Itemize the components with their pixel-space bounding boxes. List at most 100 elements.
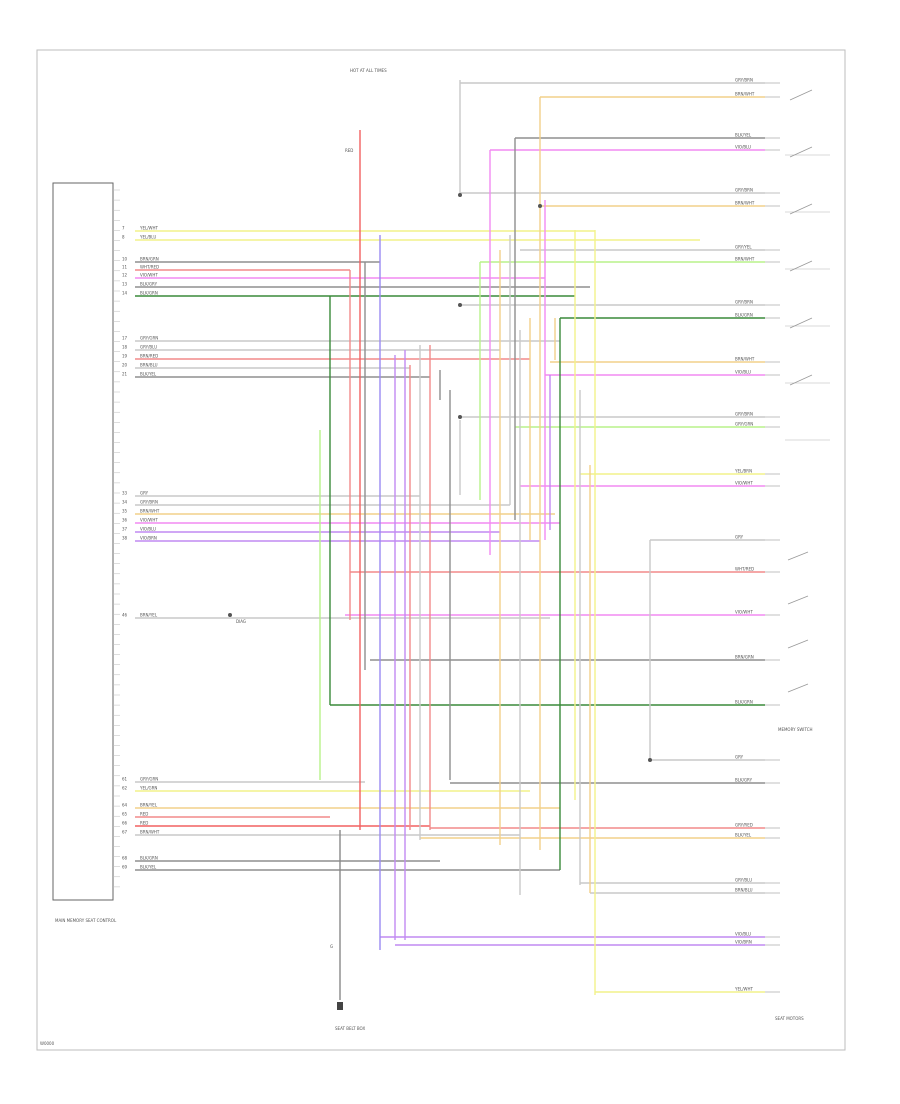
right-wire-label: BRN/BLU (735, 888, 753, 893)
diag-connector-label: DIAG (236, 619, 246, 624)
ground-icon (337, 1002, 343, 1010)
left-wire-label: VIO/BLU (140, 527, 156, 532)
right-wire-label: BLK/GRN (735, 313, 753, 318)
right-wire-label: BRN/WHT (735, 357, 755, 362)
left-wire-label: RED (140, 821, 148, 826)
left-wire-label: YEL/BLU (139, 235, 156, 240)
left-wire-label: BLK/GRY (140, 282, 158, 287)
footer-code: W0000 (40, 1041, 55, 1046)
left-wire-label: YEL/GRN (139, 786, 157, 791)
ecu-pin-number: 13 (122, 282, 128, 287)
right-wire-label: VIO/BLU (735, 370, 751, 375)
splice-dot (458, 303, 462, 307)
right-wire-label: BRN/GRN (735, 655, 754, 660)
switch-contact (789, 89, 813, 101)
ecu-pin-number: 10 (122, 257, 128, 262)
right-wire-label: GRY (735, 755, 744, 760)
left-wire-label: BRN/GRN (140, 257, 159, 262)
right-wire-label: BLK/GRN (735, 700, 753, 705)
bottom-connector-label: SEAT BELT BOX (335, 1026, 365, 1031)
left-wire-label: BRN/WHT (140, 509, 160, 514)
switch-contact (789, 374, 813, 386)
splice-dot (458, 415, 462, 419)
left-wire-label: GRY/BRN (140, 500, 158, 505)
ecu-pin-number: 20 (122, 363, 128, 368)
ecu-pin-number: 62 (122, 786, 128, 791)
left-wire-label: BRN/BLU (140, 363, 158, 368)
right-wire-label: BRN/WHT (735, 201, 755, 206)
seat-switch-contact (787, 551, 809, 561)
switch-contact (789, 260, 813, 272)
splice-dot (538, 204, 542, 208)
left-wire-label: BRN/YEL (140, 613, 158, 618)
left-wire-label: WHT/RED (140, 265, 159, 270)
ecu-pin-number: 11 (122, 265, 128, 270)
right-wire-label: GRY/RED (735, 823, 753, 828)
ecu-pin-number: 61 (122, 777, 128, 782)
right-wire-label: GRY/BRN (735, 300, 753, 305)
ecu-pin-number: 64 (122, 803, 128, 808)
left-wire-label: GRY (140, 491, 149, 496)
ecu-pin-number: 33 (122, 491, 128, 496)
ecu-block (52, 182, 114, 901)
right-wire-label: GRY/BLU (735, 878, 752, 883)
right-wire-label: YEL/WHT (734, 987, 754, 992)
left-wire-label: GRY/BLU (140, 345, 157, 350)
ecu-pin-number: 8 (122, 235, 125, 240)
right-wire-label: VIO/WHT (735, 481, 753, 486)
left-wire-label: GRY/GRN (140, 777, 158, 782)
ecu-pin-number: 7 (122, 226, 125, 231)
ecu-pin-number: 37 (122, 527, 128, 532)
right-wire-label: VIO/WHT (735, 610, 753, 615)
wires-group (113, 80, 830, 1010)
ecu-pin-number: 68 (122, 856, 128, 861)
right-wire-label: GRY/YEL (735, 245, 752, 250)
left-wire-label: BLK/YEL (140, 372, 157, 377)
ecu-pin-number: 69 (122, 865, 128, 870)
ecu-pin-number: 65 (122, 812, 128, 817)
right-wire-label: WHT/RED (735, 567, 754, 572)
ecu-pin-number: 14 (122, 291, 128, 296)
ecu-pin-number: 19 (122, 354, 128, 359)
switch-contact (789, 146, 813, 158)
ecu-pin-number: 36 (122, 518, 128, 523)
right-wire-label: BLK/YEL (735, 133, 752, 138)
ecu-pin-number: 67 (122, 830, 128, 835)
seat-switch-contact (787, 595, 809, 605)
left-wire-label: VIO/WHT (140, 273, 158, 278)
ecu-pin-number: 66 (122, 821, 128, 826)
top-splice-label: RED (345, 148, 353, 153)
right-wire-label: GRY/BRN (735, 188, 753, 193)
right-wire-label: BRN/WHT (735, 257, 755, 262)
left-wire-label: BRN/RED (140, 354, 158, 359)
left-wire-label: BLK/GRN (140, 291, 158, 296)
ecu-pin-number: 18 (122, 345, 128, 350)
left-wire-label: BLK/YEL (140, 865, 157, 870)
left-wire-label: RED (140, 812, 148, 817)
right-wire-label: BLK/GRY (735, 778, 753, 783)
diagram-frame (36, 49, 846, 1051)
ecu-pin-number: 21 (122, 372, 128, 377)
ecu-block-label: MAIN MEMORY SEAT CONTROL (55, 918, 117, 923)
ecu-pin-number: 12 (122, 273, 128, 278)
left-wire-label: VIO/WHT (140, 518, 158, 523)
left-wire-label: VIO/BRN (140, 536, 157, 541)
ecu-pin-number: 35 (122, 509, 128, 514)
ground-label: G (330, 944, 333, 949)
splice-dot (648, 758, 652, 762)
right-wire-label: GRY (735, 535, 744, 540)
left-wire-label: YEL/WHT (139, 226, 159, 231)
right-wire-label: BRN/WHT (735, 92, 755, 97)
left-wire-label: GRY/GRN (140, 336, 158, 341)
right-wire-label: GRY/BRN (735, 412, 753, 417)
right-wire-label: BLK/YEL (735, 833, 752, 838)
right-wire-label: GRY/GRN (735, 422, 753, 427)
right-wire-label: VIO/BRN (735, 940, 752, 945)
seat-switch-block-label: MEMORY SWITCH (778, 727, 813, 732)
right-wire-label: YEL/BRN (734, 469, 752, 474)
right-wire-label: GRY/BRN (735, 78, 753, 83)
seat-switch-contact (787, 683, 809, 693)
